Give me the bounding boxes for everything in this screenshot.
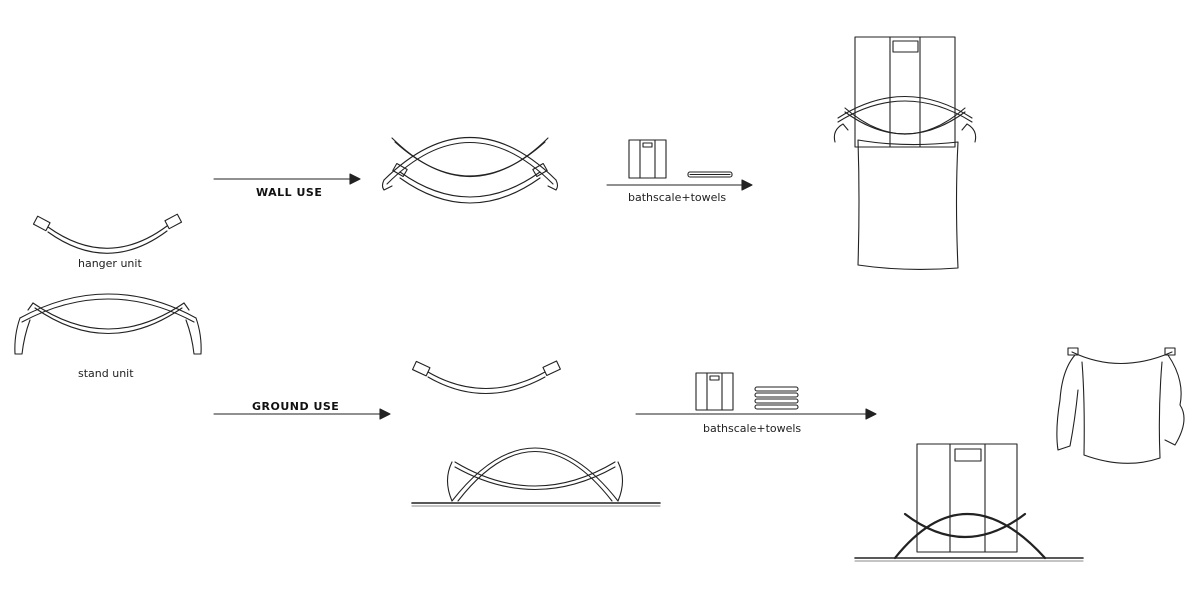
- ground-use-heading: GROUND USE: [252, 400, 340, 413]
- wall-use-arrow: [213, 173, 361, 185]
- ground-items-arrow: [635, 408, 877, 420]
- wall-items-arrow: [606, 179, 753, 191]
- wall-items-icons: [628, 139, 733, 179]
- ground-stand-drawing: [411, 447, 661, 507]
- ground-items-label: bathscale+towels: [703, 422, 802, 435]
- wall-assembly-drawing: [381, 137, 559, 204]
- towel-hanger-drawing: [1056, 347, 1185, 464]
- wall-use-heading: WALL USE: [256, 186, 323, 199]
- stand-unit-drawing: [14, 293, 202, 355]
- hanger-unit-drawing: [32, 213, 183, 254]
- ground-items-icons: [695, 372, 799, 411]
- ground-use-arrow: [213, 408, 391, 420]
- stand-unit-label: stand unit: [78, 367, 134, 380]
- ground-result-drawing: [854, 443, 1084, 562]
- wall-items-label: bathscale+towels: [628, 191, 727, 204]
- hanger-unit-label: hanger unit: [78, 257, 142, 270]
- wall-result-drawing: [833, 36, 977, 271]
- ground-hanger-drawing: [411, 360, 561, 395]
